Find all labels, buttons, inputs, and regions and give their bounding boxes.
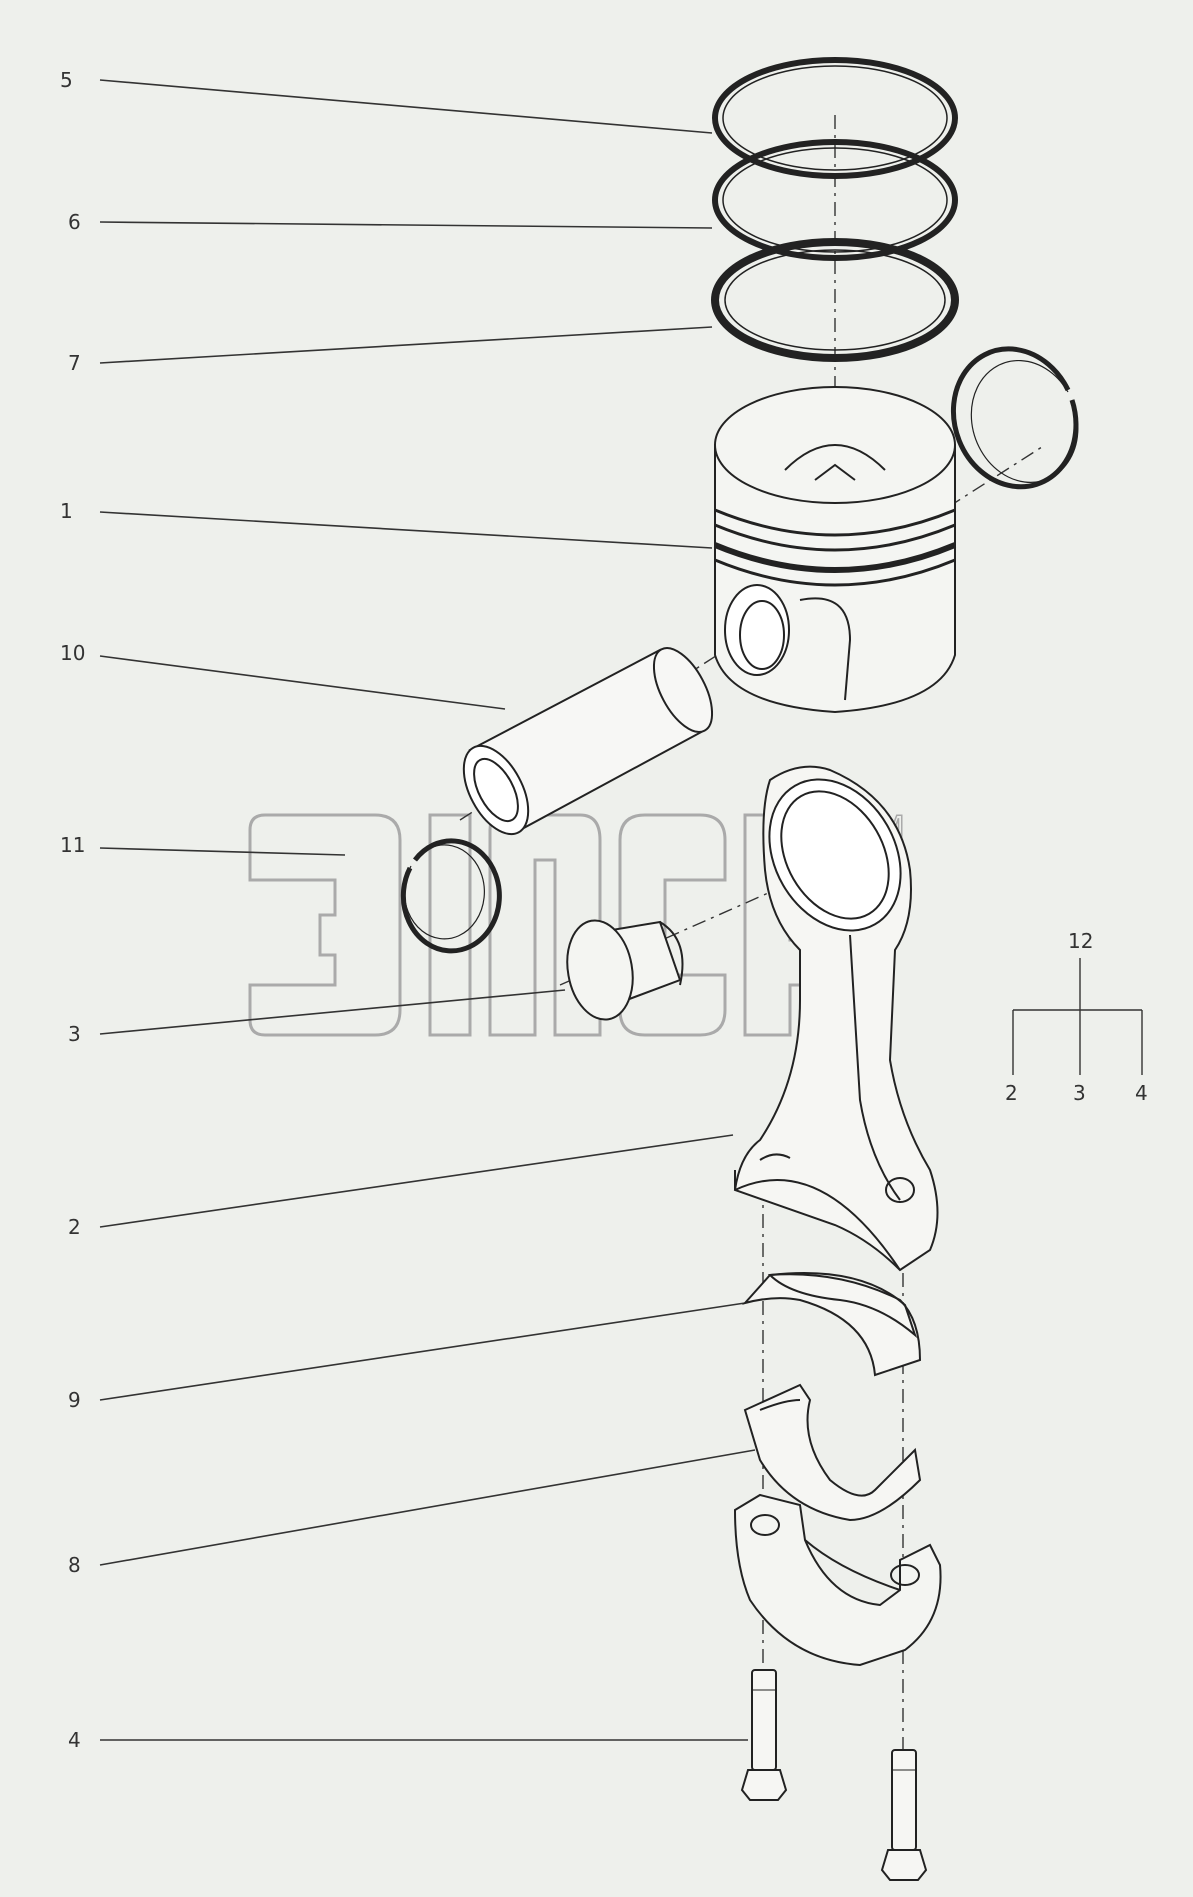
leader-5 (99, 79, 713, 134)
callout-2: 2 (68, 1215, 81, 1239)
callout-8: 8 (68, 1553, 81, 1577)
assembly-parent-label: 12 (1068, 929, 1093, 953)
callout-7: 7 (68, 351, 81, 375)
callout-3: 3 (68, 1022, 81, 1046)
snap-ring-left (400, 838, 502, 954)
snap-ring-right (951, 346, 1079, 490)
bolt-left (740, 1669, 788, 1801)
piston (713, 386, 957, 714)
callout-5: 5 (60, 68, 73, 92)
axis-lines (459, 115, 1046, 1880)
leader-2 (99, 1134, 734, 1228)
piston-pin (462, 647, 714, 836)
callout-labels: 5 6 7 1 10 11 3 2 9 8 4 (60, 68, 85, 1752)
ring-oil (711, 238, 959, 362)
assembly-child-3: 3 (1073, 1081, 1086, 1105)
leader-3 (99, 989, 566, 1035)
leader-10 (99, 655, 506, 710)
callout-9: 9 (68, 1388, 81, 1412)
bearing-shell-lower (743, 1383, 922, 1522)
connecting-rod (733, 765, 939, 1272)
small-end-bushing (566, 919, 684, 1021)
callout-11: 11 (60, 833, 85, 857)
assembly-child-4: 4 (1135, 1081, 1148, 1105)
rod-cap (733, 1493, 942, 1667)
leader-8 (99, 1449, 756, 1566)
assembly-tree-lines (1012, 958, 1143, 1075)
leader-6 (99, 221, 713, 229)
assembly-child-2: 2 (1005, 1081, 1018, 1105)
callout-10: 10 (60, 641, 85, 665)
leader-9 (99, 1302, 746, 1401)
piston-rings (711, 57, 959, 362)
assembly-tree: 12 2 3 4 (1005, 929, 1148, 1105)
ring-middle (712, 139, 958, 261)
bearing-shell-upper (742, 1272, 922, 1377)
callout-1: 1 (60, 499, 73, 523)
leader-7 (99, 326, 713, 364)
ring-top (712, 57, 958, 179)
callout-4: 4 (68, 1728, 81, 1752)
leader-1 (99, 511, 713, 549)
leader-lines (99, 79, 756, 1741)
callout-6: 6 (68, 210, 81, 234)
bolt-right (880, 1749, 928, 1881)
leader-11 (99, 847, 346, 856)
